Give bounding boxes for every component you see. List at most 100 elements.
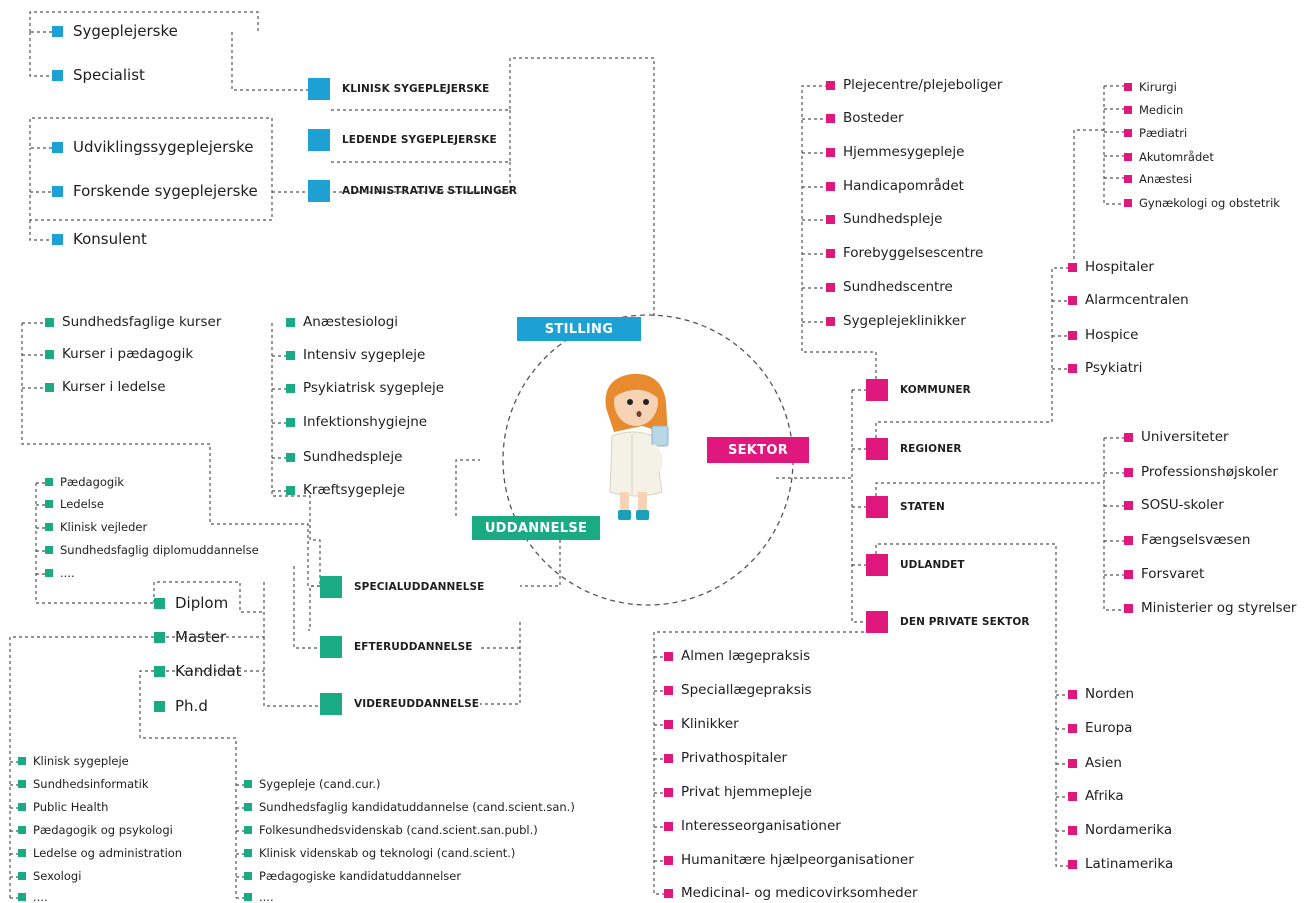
connector-line	[1103, 86, 1124, 205]
item-medicin: Medicin	[1124, 103, 1183, 117]
item-infektionshygiejne: Infektionshygiejne	[286, 414, 427, 430]
magenta-square-icon	[1124, 432, 1133, 442]
connector-line	[271, 323, 321, 586]
magenta-square-icon	[1068, 825, 1077, 835]
green-square-icon	[244, 872, 252, 880]
item-sosu-skoler: SOSU-skoler	[1124, 497, 1224, 513]
connector-line	[293, 566, 320, 649]
item-humanitaere: Humanitære hjælpeorganisationer	[664, 852, 914, 868]
green-square-icon	[18, 893, 26, 901]
magenta-square-icon	[826, 282, 835, 292]
item-privathospitaler: Privathospitaler	[664, 750, 787, 766]
magenta-square-icon	[866, 554, 888, 576]
connector-line	[851, 390, 866, 623]
green-square-icon	[18, 757, 26, 765]
connector-line	[21, 323, 320, 587]
magenta-square-icon	[1124, 153, 1132, 161]
item-privat-hjemmepleje: Privat hjemmepleje	[664, 784, 812, 800]
degree-kandidat: Kandidat	[154, 662, 242, 680]
item-bosteder: Bosteder	[826, 110, 904, 126]
green-square-icon	[45, 317, 54, 327]
green-square-icon	[18, 849, 26, 857]
magenta-square-icon	[1124, 199, 1132, 207]
connector-line	[35, 483, 154, 604]
item-kirurgi: Kirurgi	[1124, 80, 1177, 94]
item-forsvaret: Forsvaret	[1124, 566, 1204, 582]
blue-square-icon	[308, 129, 330, 151]
item-nordamerika: Nordamerika	[1068, 822, 1172, 838]
magenta-square-icon	[1068, 859, 1077, 869]
type-videreuddannelse: VIDEREUDDANNELSE	[320, 693, 479, 715]
connector-line	[153, 581, 264, 613]
item-afrika: Afrika	[1068, 788, 1124, 804]
blue-square-icon	[52, 25, 63, 37]
magenta-square-icon	[826, 214, 835, 224]
connector-line	[1103, 438, 1124, 611]
item-kandidat-sundhedsfaglig: Sundhedsfaglig kandidatuddannelse (cand.…	[244, 800, 575, 814]
item-kurser-i-ledelse: Kurser i ledelse	[45, 379, 166, 395]
item-almen-laegepraksis: Almen lægepraksis	[664, 648, 810, 664]
green-square-icon	[244, 803, 252, 811]
item-norden: Norden	[1068, 686, 1134, 702]
connector-line	[29, 11, 259, 32]
green-square-icon	[18, 872, 26, 880]
item-hjemmesygepleje: Hjemmesygepleje	[826, 144, 964, 160]
magenta-square-icon	[664, 821, 673, 831]
connector-line	[308, 585, 320, 631]
green-square-icon	[244, 849, 252, 857]
connector-line	[480, 622, 521, 705]
role-ledende-sygeplejerske: LEDENDE SYGEPLEJERSKE	[308, 129, 497, 151]
item-sygeplejeklinikker: Sygeplejeklinikker	[826, 313, 966, 329]
magenta-square-icon	[826, 248, 835, 258]
role-administrative-stillinger: ADMINISTRATIVE STILLINGER	[308, 180, 517, 202]
item-asien: Asien	[1068, 755, 1122, 771]
magenta-square-icon	[664, 685, 673, 695]
item-latinamerika: Latinamerika	[1068, 856, 1173, 872]
magenta-square-icon	[866, 438, 888, 460]
item-diplom-sundhedsfaglig: Sundhedsfaglig diplomuddannelse	[45, 543, 259, 557]
green-square-icon	[45, 500, 53, 508]
item-kandidat-sygepleje: Sygepleje (cand.cur.)	[244, 777, 381, 791]
green-square-icon	[244, 893, 252, 901]
green-square-icon	[18, 803, 26, 811]
item-europa: Europa	[1068, 720, 1132, 736]
magenta-square-icon	[866, 611, 888, 633]
item-master-more: ....	[18, 890, 48, 903]
blue-square-icon	[52, 69, 63, 81]
category-label-sektor: SEKTOR	[707, 437, 809, 463]
green-square-icon	[45, 382, 54, 392]
item-alarmcentralen: Alarmcentralen	[1068, 292, 1189, 308]
green-square-icon	[244, 826, 252, 834]
connector-line	[29, 117, 273, 221]
connector-line	[875, 267, 1068, 438]
connector-line	[330, 162, 511, 193]
green-square-icon	[286, 417, 295, 427]
magenta-square-icon	[664, 719, 673, 729]
item-diplom-more: ....	[45, 566, 75, 580]
item-intensiv-sygepleje: Intensiv sygepleje	[286, 347, 425, 363]
item-speciallaegepraksis: Speciallægepraksis	[664, 682, 812, 698]
green-square-icon	[286, 485, 295, 495]
magenta-square-icon	[664, 651, 673, 661]
magenta-square-icon	[1124, 83, 1132, 91]
green-square-icon	[154, 631, 165, 643]
item-paediatri: Pædiatri	[1124, 126, 1187, 140]
green-square-icon	[244, 780, 252, 788]
magenta-square-icon	[1068, 723, 1077, 733]
item-handicapomraadet: Handicapområdet	[826, 178, 964, 194]
magenta-square-icon	[1124, 467, 1133, 477]
nurse-illustration	[605, 373, 669, 520]
connector-line	[29, 32, 58, 77]
magenta-square-icon	[826, 147, 835, 157]
magenta-square-icon	[1124, 129, 1132, 137]
item-interesseorganisationer: Interesseorganisationer	[664, 818, 841, 834]
magenta-square-icon	[1068, 262, 1077, 272]
blue-square-icon	[52, 185, 63, 197]
item-specialist: Specialist	[52, 66, 145, 84]
green-square-icon	[286, 452, 295, 462]
category-label-stilling: STILLING	[517, 317, 641, 341]
connector-line	[801, 85, 877, 379]
magenta-square-icon	[664, 888, 673, 898]
magenta-square-icon	[1068, 363, 1077, 373]
